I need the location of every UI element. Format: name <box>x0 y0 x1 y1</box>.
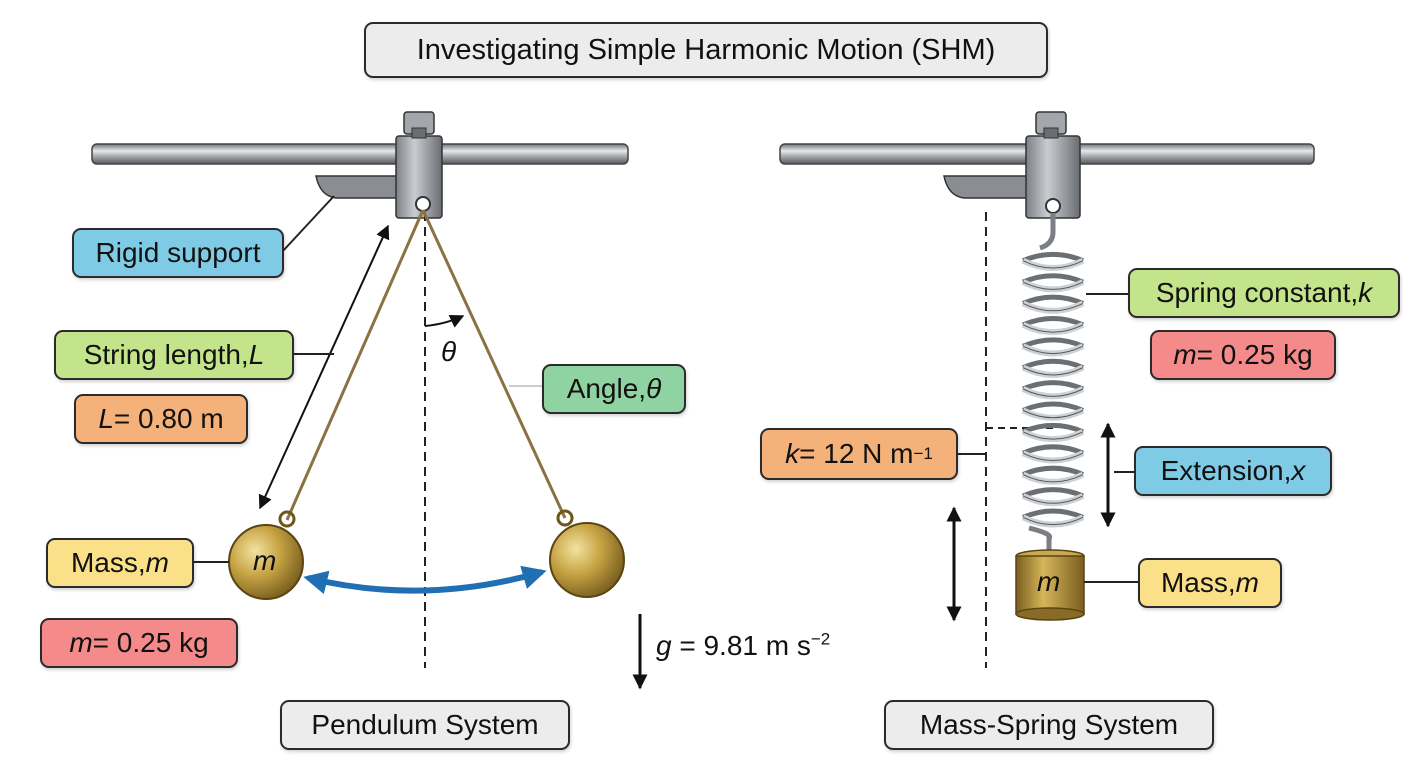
spring-coil-edge <box>1022 303 1084 312</box>
spring-coil-edge <box>1022 281 1084 290</box>
string-length-label: String length, L <box>54 330 294 380</box>
spring-tail <box>1028 525 1053 552</box>
pendulum-string-right <box>421 209 567 519</box>
length-value-label: L = 0.80 m <box>74 394 248 444</box>
spring-coil-edge <box>1022 260 1084 269</box>
spring-coil-back <box>1022 337 1084 349</box>
spring-coil-edge <box>1022 367 1084 376</box>
spring-coil-edge <box>1022 345 1084 354</box>
spring-coil-back <box>1022 273 1084 285</box>
spring-coil-back <box>1022 294 1084 306</box>
mass-value-right: m = 0.25 kg <box>1150 330 1336 380</box>
spring-coil-edge <box>1022 431 1084 440</box>
theta-symbol: θ <box>441 336 457 367</box>
spring-caption: Mass-Spring System <box>884 700 1214 750</box>
spring-coil-edge <box>1022 516 1084 526</box>
block-mass-symbol: m <box>1037 566 1061 597</box>
spring-icon <box>1021 213 1085 552</box>
spring-coil-edge <box>1022 452 1084 461</box>
oscillation-arrow <box>303 565 547 595</box>
spring-constant-label: Spring constant, k <box>1128 268 1400 318</box>
spring-coil-back <box>1022 251 1084 264</box>
mass-block-icon <box>1015 549 1085 621</box>
clamp-icon <box>315 111 443 219</box>
spring-coil-back <box>1022 358 1084 370</box>
pendulum-rod-support <box>91 143 629 165</box>
spring-coil-back <box>1022 316 1084 328</box>
mass-label-left: Mass, m <box>46 538 194 588</box>
spring-coil-back <box>1022 444 1084 456</box>
extension-label: Extension, x <box>1134 446 1332 496</box>
gravity-label: g = 9.81 m s−2 <box>656 629 831 661</box>
string-length-arrow <box>258 224 390 510</box>
spring-coil-edge <box>1022 324 1084 333</box>
spring-coil-edge <box>1022 495 1084 504</box>
spring-coil-back <box>1022 508 1084 520</box>
spring-coil-back <box>1022 380 1084 392</box>
spring-coil-edge <box>1022 409 1084 419</box>
spring-coil-edge <box>1022 474 1084 483</box>
mass-label-right: Mass, m <box>1138 558 1282 608</box>
mass-value-left: m = 0.25 kg <box>40 618 238 668</box>
spring-coil-edge <box>1022 388 1084 397</box>
pendulum-caption: Pendulum System <box>280 700 570 750</box>
pendulum-string-left <box>285 209 425 521</box>
spring-coil-back <box>1022 487 1084 499</box>
spring-coil-back <box>1022 401 1084 413</box>
bob-mass-symbol: m <box>253 545 277 576</box>
spring-coil-back <box>1022 465 1084 477</box>
spring-coil-back <box>1022 422 1084 435</box>
angle-label: Angle, θ <box>542 364 686 414</box>
k-value-label: k = 12 N m−1 <box>760 428 958 480</box>
angle-arc <box>424 315 465 328</box>
rigid-support-label: Rigid support <box>72 228 284 278</box>
clamp-icon-right <box>943 111 1081 219</box>
leader-rigid-support <box>281 195 335 253</box>
pendulum-bob-displaced-icon <box>549 509 625 598</box>
diagram-title: Investigating Simple Harmonic Motion (SH… <box>364 22 1048 78</box>
